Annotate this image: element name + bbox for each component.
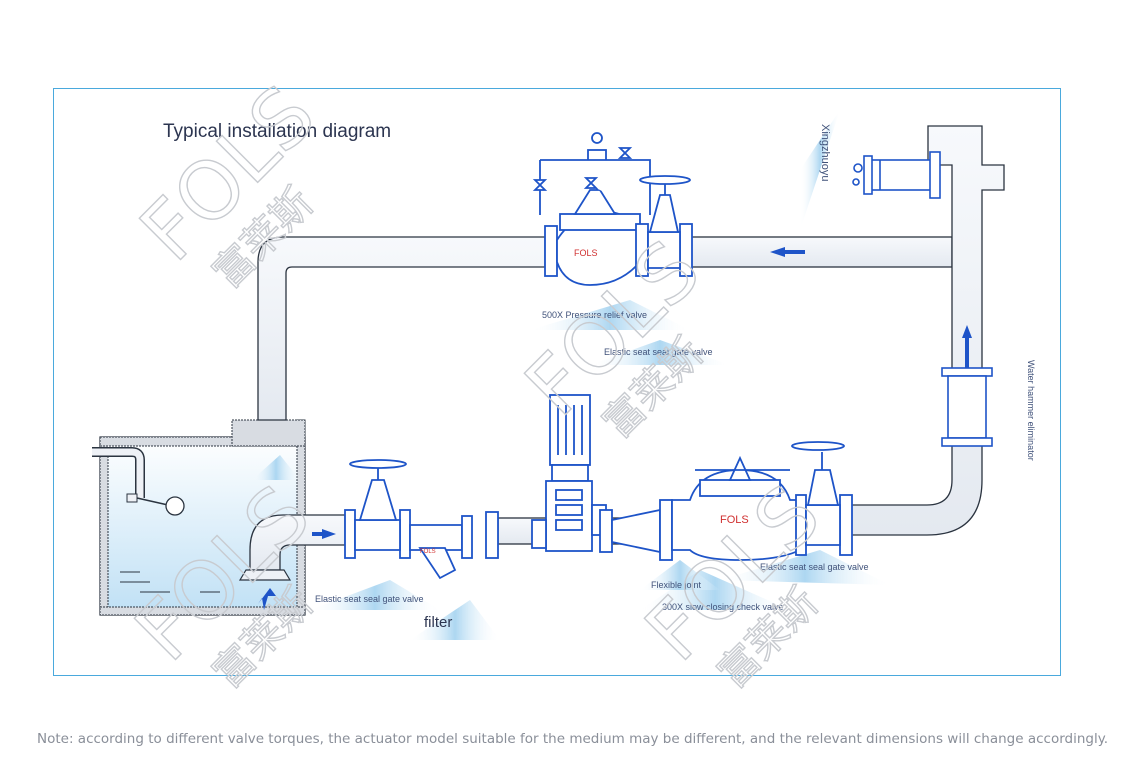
slow-closing-check-valve <box>671 455 801 561</box>
label-flexible-joint: Flexible joint <box>651 580 702 590</box>
label-splashes <box>252 110 890 640</box>
gate-valve-top <box>635 175 693 277</box>
pressure-relief-valve <box>532 132 651 286</box>
diagram-title: Typical installation diagram <box>163 121 391 142</box>
flexible-joint <box>599 499 673 561</box>
watermark: FOLS 富莱斯 FOLS 富莱斯 FOLS 富莱斯 FOLS 富莱斯 <box>117 67 839 697</box>
valve-brand-filter: FOLS <box>420 549 436 555</box>
y-filter <box>409 511 499 580</box>
label-check-valve: 300X slow closing check valve <box>662 602 784 612</box>
label-gate-valve-right: Elastic seat seal gate valve <box>760 562 869 572</box>
flow-arrows <box>312 247 972 539</box>
label-xingzhuoyu: Xingzhuoyu <box>819 124 831 182</box>
label-gate-valve-top: Elastic seat seal gate valve <box>604 347 713 357</box>
label-pressure-relief: 500X Pressure relief valve <box>542 310 647 320</box>
inflow-arrow <box>258 588 276 610</box>
footnote: Note: according to different valve torqu… <box>37 731 1109 747</box>
label-water-hammer: Water hammer eliminator <box>1026 360 1036 461</box>
valve-brand-check: FOLS <box>720 514 749 526</box>
water-hammer-eliminator-right <box>941 367 993 447</box>
label-filter: filter <box>424 614 452 631</box>
label-gate-valve-left: Elastic seat seal gate valve <box>315 594 424 604</box>
valve-brand-top: FOLS <box>574 248 598 258</box>
gate-valve-right <box>791 441 853 556</box>
gate-valve-left <box>344 459 411 559</box>
suction-bell <box>238 569 292 581</box>
water-hammer-eliminator-top <box>852 151 941 199</box>
